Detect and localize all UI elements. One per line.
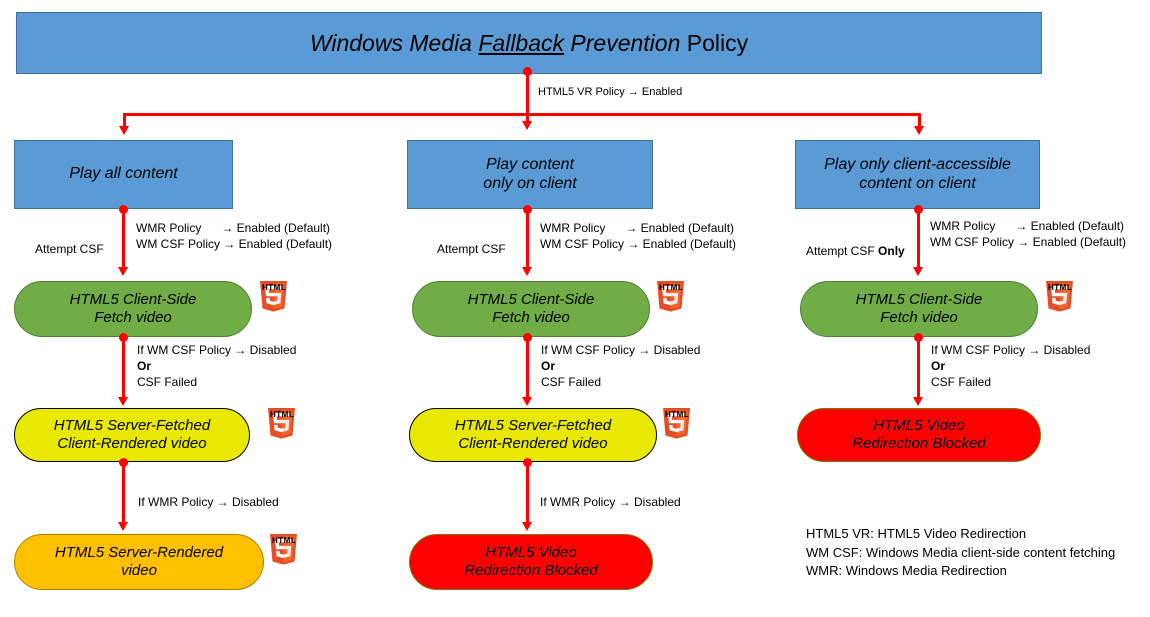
col1-edge1-line: [122, 209, 125, 269]
col2-edge2-label-1: If WM CSF Policy → Disabled: [541, 343, 701, 357]
option-box-label: Play only client-accessible content on c…: [824, 155, 1011, 192]
branch-vline-3: [918, 113, 921, 128]
col1-edge2-label-2: Or: [137, 359, 152, 373]
col3-edge1-line: [917, 209, 920, 269]
step-node-server-fetched-client-rendered-1[interactable]: HTML5 Server-Fetched Client-Rendered vid…: [14, 408, 250, 462]
col2-edge1-right-label: WMR Policy → Enabled (Default) WM CSF Po…: [540, 221, 737, 251]
col2-edge1-arrow: [522, 267, 532, 276]
html5-logo-icon: [270, 534, 297, 565]
col3-edge1-left-label: Attempt CSF Only: [806, 244, 905, 260]
root-vline: [526, 71, 529, 123]
col3-edge1-right-label: WMR Policy → Enabled (Default) WM CSF Po…: [930, 219, 1127, 249]
col2-edge1-line: [526, 209, 529, 269]
step-node-label: HTML5 Client-Side Fetch video: [69, 291, 197, 326]
step-node-html5-client-side-fetch-3[interactable]: HTML5 Client-Side Fetch video: [800, 281, 1038, 337]
html5-logo-text: HTML: [1048, 283, 1073, 292]
step-node-server-fetched-client-rendered-2[interactable]: HTML5 Server-Fetched Client-Rendered vid…: [409, 408, 657, 462]
col3-edge1-left-bold: Only: [878, 244, 905, 258]
html5-logo-text: HTML: [270, 410, 295, 419]
branch-arrow-3: [914, 126, 924, 135]
html5-logo-text: HTML: [659, 283, 684, 292]
step-node-video-redirection-blocked-3[interactable]: HTML5 Video Redirection Blocked: [797, 408, 1041, 462]
col2-edge2-label-2: Or: [541, 359, 556, 373]
step-node-label: HTML5 Client-Side Fetch video: [855, 291, 983, 326]
title-part-2: Prevention: [564, 29, 687, 56]
col2-edge2-arrow: [522, 397, 532, 406]
step-node-html5-client-side-fetch-2[interactable]: HTML5 Client-Side Fetch video: [412, 281, 650, 337]
col2-edge1-left-label: Attempt CSF: [437, 242, 506, 256]
branch-vline-1: [123, 113, 126, 128]
branch-arrow-1: [119, 126, 129, 135]
col3-edge2-line: [917, 337, 920, 399]
step-node-label: HTML5 Server-Rendered video: [54, 544, 224, 579]
step-node-html5-client-side-fetch-1[interactable]: HTML5 Client-Side Fetch video: [14, 281, 252, 337]
page-title: Windows Media Fallback Prevention Policy: [310, 30, 748, 57]
col2-edge3-line: [526, 462, 529, 524]
option-box-play-all-content[interactable]: Play all content: [14, 140, 233, 209]
col3-edge1-left-plain: Attempt CSF: [806, 244, 879, 258]
col1-edge1-arrow: [118, 267, 128, 276]
html5-logo-text: HTML: [665, 410, 690, 419]
option-box-play-only-client-accessible[interactable]: Play only client-accessible content on c…: [795, 140, 1040, 209]
html5-logo-text: HTML: [272, 536, 297, 545]
col3-edge2-arrow: [913, 397, 923, 406]
distribution-hline: [123, 113, 921, 116]
col1-edge2-label-3: CSF Failed: [137, 375, 198, 389]
col3-edge2-label-3: CSF Failed: [931, 375, 992, 389]
html5-logo-icon: [657, 281, 684, 312]
title-part-underlined: Fallback: [478, 29, 565, 56]
diagram-title-box: Windows Media Fallback Prevention Policy: [16, 12, 1042, 74]
step-node-video-redirection-blocked-2[interactable]: HTML5 Video Redirection Blocked: [409, 534, 653, 590]
col1-edge3-arrow: [118, 522, 128, 531]
html5-logo-icon: [1046, 281, 1073, 312]
option-box-play-content-only-on-client[interactable]: Play content only on client: [407, 140, 653, 209]
step-node-label: HTML5 Server-Fetched Client-Rendered vid…: [454, 417, 612, 452]
col2-edge2-label-3: CSF Failed: [541, 375, 602, 389]
col2-edge3-arrow: [522, 522, 532, 531]
root-arrow: [522, 121, 532, 130]
html5-logo-text: HTML: [262, 283, 287, 292]
step-node-label: HTML5 Server-Fetched Client-Rendered vid…: [53, 417, 211, 452]
html5-logo-icon: [268, 408, 295, 439]
col1-edge2-label-1: If WM CSF Policy → Disabled: [137, 343, 297, 357]
col1-edge2-line: [122, 337, 125, 399]
step-node-label: HTML5 Client-Side Fetch video: [467, 291, 595, 326]
title-part-1: Windows Media: [309, 29, 479, 56]
step-node-label: HTML5 Video Redirection Blocked: [464, 544, 598, 579]
col1-edge1-left-label: Attempt CSF: [35, 242, 104, 256]
step-node-label: HTML5 Video Redirection Blocked: [852, 417, 986, 452]
col2-edge3-label: If WMR Policy → Disabled: [540, 495, 681, 509]
col3-edge2-label-1: If WM CSF Policy → Disabled: [931, 343, 1091, 357]
step-node-server-rendered-video[interactable]: HTML5 Server-Rendered video: [14, 534, 264, 590]
legend: HTML5 VR: HTML5 Video Redirection WM CSF…: [806, 526, 1116, 579]
html5-logo-icon: html5: [260, 281, 287, 312]
col1-edge3-line: [122, 462, 125, 524]
html5-logo-icon: [663, 408, 690, 439]
col1-edge2-arrow: [118, 397, 128, 406]
col3-edge1-arrow: [913, 267, 923, 276]
col2-edge2-line: [526, 337, 529, 399]
option-box-label: Play all content: [69, 165, 178, 183]
root-edge-label: HTML5 VR Policy → Enabled: [538, 86, 683, 98]
col1-edge3-label: If WMR Policy → Disabled: [138, 495, 279, 509]
col3-edge2-label-2: Or: [931, 359, 946, 373]
title-part-3: Policy: [686, 29, 749, 56]
option-box-label: Play content only on client: [483, 155, 577, 192]
col1-edge1-right-label: WMR Policy → Enabled (Default) WM CSF Po…: [136, 221, 333, 251]
